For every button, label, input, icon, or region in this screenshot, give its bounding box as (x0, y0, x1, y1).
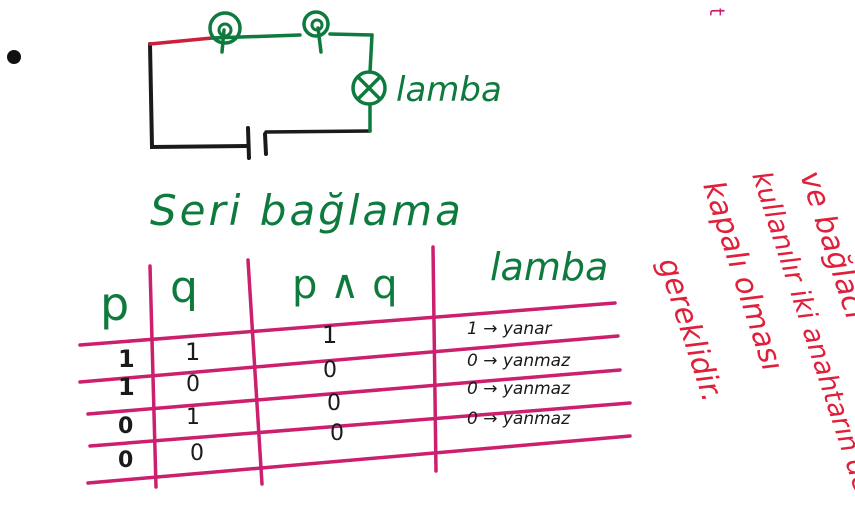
cell-r4-lamba: 0 → yanmaz (467, 409, 571, 429)
header-p: p (100, 277, 129, 331)
battery-long-plate (246, 126, 251, 160)
cell-r4-q: 0 (190, 441, 204, 466)
top-wire-end (328, 32, 374, 37)
header-lamba: lamba (490, 245, 608, 289)
cell-r1-q: 1 (185, 338, 200, 366)
row-line-1 (78, 301, 617, 347)
header-q: q (170, 262, 198, 313)
cell-r2-q: 0 (186, 372, 200, 397)
row-line-2 (78, 334, 620, 384)
top-wire-start (148, 36, 214, 46)
right-wire-top (368, 33, 374, 74)
corner-mark: t (705, 8, 729, 16)
cell-r1-lamba: 1 → yanar (467, 319, 553, 339)
cell-r3-pq: 0 (327, 391, 341, 416)
circuit-diagram (148, 10, 387, 160)
cell-r3-q: 1 (186, 405, 200, 430)
cell-r3-lamba: 0 → yanmaz (467, 379, 571, 399)
battery-short-plate (263, 132, 268, 156)
switch-q (302, 10, 330, 54)
cell-r2-pq: 0 (323, 358, 337, 383)
cell-r2-lamba: 0 → yanmaz (467, 351, 571, 371)
cell-r1-pq: 1 (322, 321, 337, 349)
bottom-right-wire (264, 129, 372, 134)
lamp-label: lamba (396, 70, 502, 110)
switch-p (208, 11, 242, 54)
truth-table: p q p ∧ q lamba 1 1 1 1 → yanar 1 0 0 0 … (78, 245, 632, 489)
cell-r1-p: 1 (118, 345, 135, 373)
bullet-dot (7, 50, 21, 64)
side-note: ve bağlacı kullanılır iki anahtarın de k… (650, 167, 855, 496)
cell-r4-pq: 0 (330, 421, 344, 446)
side-note-line-4: gereklidir. (650, 254, 729, 406)
row-line-3 (86, 368, 622, 416)
lamp-icon (351, 70, 387, 106)
row-line-5 (86, 434, 632, 485)
cell-r3-p: 0 (118, 414, 133, 439)
col-divider-3 (431, 245, 438, 473)
header-p-and-q: p ∧ q (292, 262, 398, 308)
left-wire (148, 42, 250, 150)
top-wire-middle (210, 33, 302, 40)
col-divider-2 (246, 258, 264, 486)
diagram-caption: Seri bağlama (150, 186, 464, 235)
cell-r4-p: 0 (118, 448, 133, 473)
cell-r2-p: 1 (118, 373, 135, 401)
row-line-4 (88, 401, 632, 448)
